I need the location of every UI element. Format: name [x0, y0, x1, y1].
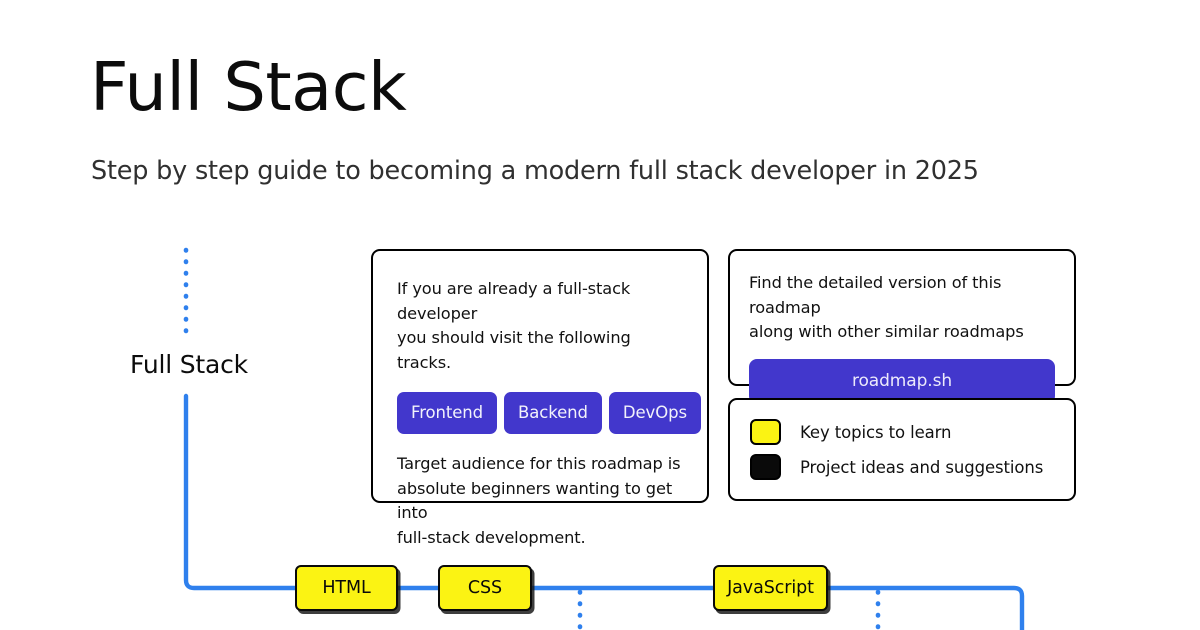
track-chip-row: Frontend Backend DevOps: [397, 392, 701, 434]
track-chip-frontend[interactable]: Frontend: [397, 392, 498, 434]
legend-label-key-topics: Key topics to learn: [800, 422, 952, 442]
branch-label-full-stack: Full Stack: [130, 350, 248, 379]
legend-swatch-yellow-icon: [750, 419, 781, 445]
promo-card-line-1: Find the detailed version of this roadma…: [749, 273, 1002, 317]
page-subtitle: Step by step guide to becoming a modern …: [91, 156, 979, 186]
topic-node-javascript[interactable]: JavaScript: [713, 565, 828, 611]
promo-card-text: Find the detailed version of this roadma…: [749, 271, 1055, 345]
topic-node-css[interactable]: CSS: [438, 565, 532, 611]
track-chip-backend[interactable]: Backend: [504, 392, 602, 434]
promo-card-line-2: along with other similar roadmaps: [749, 322, 1024, 341]
legend-swatch-black-icon: [750, 454, 781, 480]
promo-card: Find the detailed version of this roadma…: [728, 249, 1076, 404]
legend-card: Key topics to learn Project ideas and su…: [728, 398, 1076, 501]
legend-label-project-ideas: Project ideas and suggestions: [800, 457, 1044, 477]
track-chip-devops[interactable]: DevOps: [608, 392, 701, 434]
legend-row-project-ideas: Project ideas and suggestions: [750, 454, 1054, 480]
info-card-outro-line-2: absolute beginners wanting to get into: [397, 478, 673, 523]
info-card-outro-line-1: Target audience for this roadmap is: [397, 454, 681, 473]
topic-node-html[interactable]: HTML: [295, 565, 398, 611]
info-card-outro: Target audience for this roadmap is abso…: [397, 452, 683, 550]
info-card: If you are already a full-stack develope…: [371, 249, 709, 547]
legend-row-key-topics: Key topics to learn: [750, 419, 1054, 445]
info-card-intro: If you are already a full-stack develope…: [397, 277, 683, 375]
info-card-outro-line-3: full-stack development.: [397, 527, 586, 547]
page-title: Full Stack: [90, 48, 407, 126]
info-card-intro-line-2: you should visit the following tracks.: [397, 328, 631, 372]
roadmap-sh-button[interactable]: roadmap.sh: [749, 358, 1055, 404]
info-card-intro-line-1: If you are already a full-stack develope…: [397, 279, 631, 323]
